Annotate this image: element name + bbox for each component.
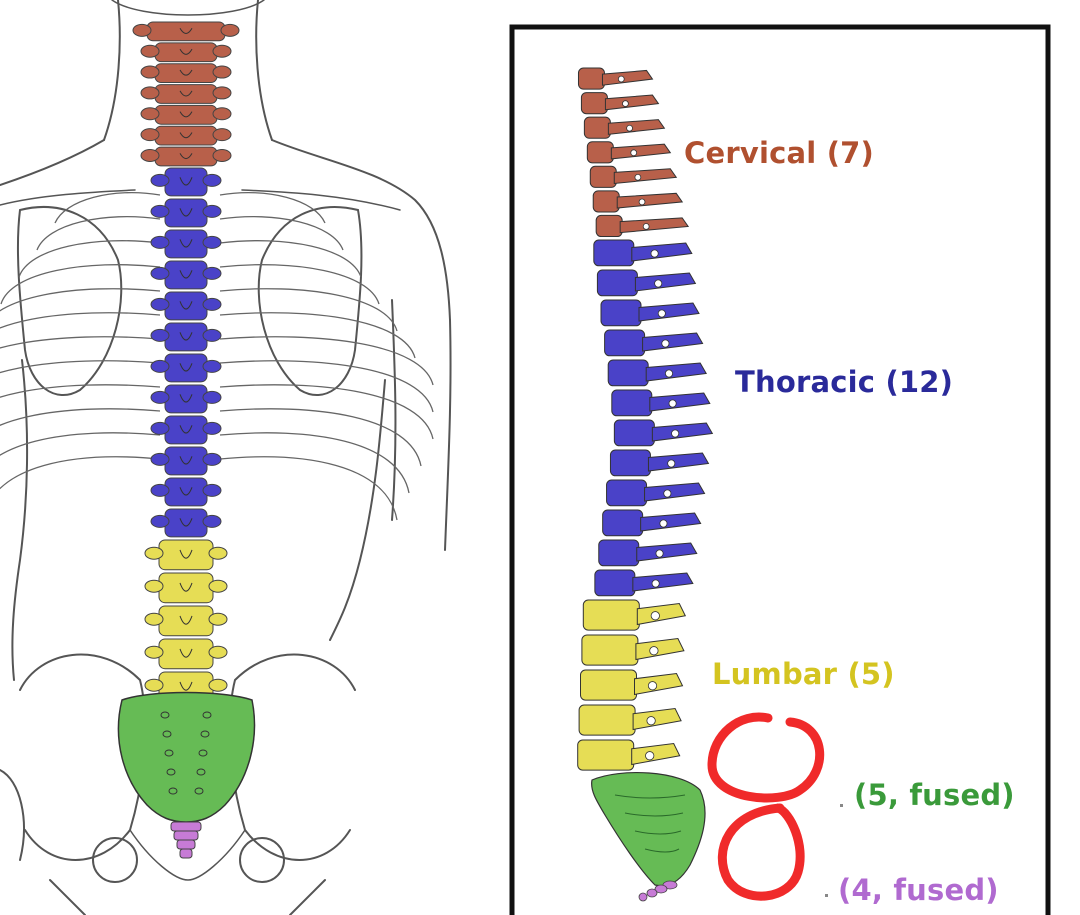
- label-coccyx: (4, fused): [838, 873, 999, 907]
- lumbar-vertebra: [577, 739, 681, 771]
- rib: [0, 264, 161, 305]
- thoracic-vertebra: [613, 419, 714, 447]
- cervical-vertebra: [586, 141, 672, 164]
- thoracic-vertebra: [607, 359, 708, 387]
- cervical-vertebra: [140, 125, 232, 146]
- thoracic-vertebra: [609, 449, 710, 477]
- thoracic-vertebra: [594, 569, 694, 597]
- cervical-vertebra: [592, 190, 684, 213]
- rib: [219, 408, 422, 467]
- lumbar-vertebra: [582, 599, 687, 631]
- cervical-vertebra: [580, 92, 660, 115]
- cervical-vertebra: [132, 21, 240, 42]
- cervical-vertebra: [140, 146, 232, 167]
- rib: [54, 192, 161, 224]
- cervical-vertebra: [140, 63, 232, 83]
- shoulder-outline: [0, 139, 105, 186]
- sacrum: [117, 691, 256, 823]
- coccyx: [170, 821, 202, 859]
- neck-outline: [103, 0, 121, 141]
- cervical-vertebra: [577, 67, 654, 90]
- sacrum: [591, 772, 706, 887]
- thoracic-vertebra: [150, 508, 222, 538]
- rib: [0, 432, 161, 457]
- annotation-loop-upper: [707, 712, 825, 803]
- thoracic-vertebra: [150, 477, 222, 507]
- label-cervical: Cervical (7): [684, 136, 874, 170]
- rib: [219, 456, 398, 521]
- annotation-loop-lower: [717, 803, 805, 901]
- rib: [0, 336, 161, 349]
- rib: [219, 384, 434, 440]
- thoracic-vertebra: [150, 229, 222, 259]
- rib: [0, 456, 161, 490]
- leader-dot: [840, 804, 843, 807]
- rib: [36, 216, 161, 251]
- left-spine-column: [117, 21, 256, 859]
- thoracic-vertebra: [596, 269, 697, 297]
- cervical-vertebra: [140, 84, 232, 104]
- rib: [0, 312, 161, 329]
- rib: [219, 288, 398, 332]
- lumbar-vertebra: [581, 634, 685, 666]
- rib: [0, 384, 161, 398]
- cervical-vertebra: [589, 165, 678, 188]
- thoracic-vertebra: [150, 322, 222, 352]
- thoracic-vertebra: [150, 291, 222, 321]
- right-hip-socket: [239, 837, 285, 883]
- thoracic-vertebra: [150, 384, 222, 414]
- thoracic-vertebra: [593, 239, 693, 267]
- torso-outline: [11, 359, 29, 681]
- rib: [0, 408, 161, 427]
- thoracic-vertebra: [602, 509, 702, 537]
- rib: [219, 264, 380, 305]
- side-spine-column: [577, 67, 714, 902]
- lumbar-vertebra: [144, 539, 228, 571]
- thoracic-vertebra: [150, 260, 222, 290]
- lumbar-vertebra: [578, 704, 682, 736]
- cervical-vertebra: [140, 104, 232, 125]
- rib: [219, 312, 416, 359]
- thoracic-vertebra: [606, 479, 706, 507]
- rib: [219, 360, 434, 413]
- thoracic-vertebra: [611, 389, 711, 417]
- left-hip-socket: [92, 837, 138, 883]
- lumbar-vertebra: [144, 572, 228, 604]
- thoracic-vertebra: [600, 299, 700, 327]
- cervical-vertebra: [583, 116, 666, 139]
- rib-cage: [0, 192, 434, 521]
- rib: [219, 192, 326, 224]
- thoracic-vertebra: [150, 198, 222, 228]
- thoracic-vertebra: [150, 353, 222, 383]
- lumbar-vertebra: [144, 605, 228, 637]
- lumbar-vertebra: [144, 638, 228, 670]
- thoracic-vertebra: [150, 167, 222, 197]
- thoracic-vertebra: [604, 329, 704, 357]
- rib: [18, 240, 161, 278]
- left-scapula: [16, 206, 123, 396]
- rib: [0, 360, 161, 374]
- leader-dot: [825, 894, 828, 897]
- lumbar-vertebra: [580, 669, 684, 701]
- rib: [219, 240, 362, 278]
- neck-outline: [255, 0, 273, 141]
- rib: [219, 216, 344, 251]
- thoracic-vertebra: [598, 539, 698, 567]
- thoracic-vertebra: [150, 415, 222, 445]
- thoracic-vertebra: [150, 446, 222, 476]
- cervical-vertebra: [595, 214, 690, 238]
- rib: [0, 288, 161, 312]
- rib: [219, 432, 410, 494]
- rib: [219, 336, 434, 386]
- label-thoracic: Thoracic (12): [735, 365, 954, 399]
- torso-outline: [329, 379, 386, 641]
- right-scapula: [257, 206, 363, 396]
- shoulder-outline: [271, 139, 451, 321]
- cervical-vertebra: [140, 42, 232, 63]
- label-lumbar: Lumbar (5): [712, 657, 895, 691]
- coccyx: [638, 880, 678, 902]
- label-sacrum: (5, fused): [854, 778, 1015, 812]
